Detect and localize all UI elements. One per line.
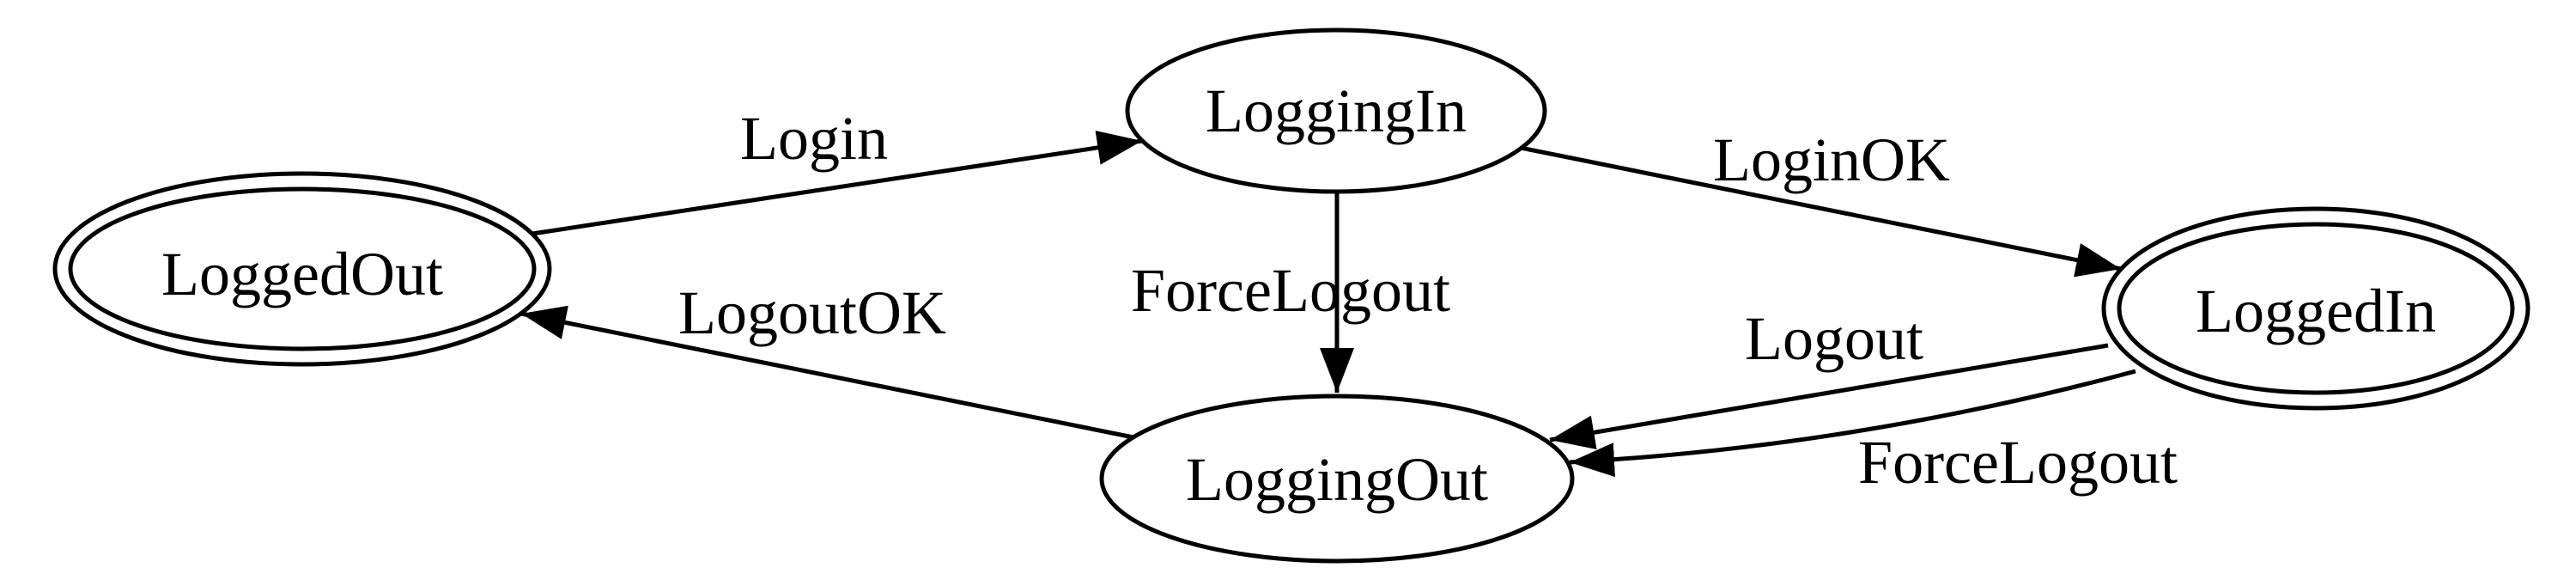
loggingout-label: LoggingOut bbox=[1186, 445, 1488, 514]
edge-login: Login bbox=[532, 104, 1143, 236]
edge-forcelogout-right-label: ForceLogout bbox=[1858, 428, 2178, 497]
loggingout-ellipse bbox=[1099, 394, 1575, 564]
loggedout-label: LoggedOut bbox=[161, 240, 443, 308]
edge-logout-line bbox=[1549, 343, 2109, 450]
edge-login-label: Login bbox=[740, 104, 888, 173]
loggedout-outer-ellipse bbox=[52, 171, 552, 367]
edge-logout: Logout bbox=[1549, 304, 2109, 450]
edge-login-line bbox=[532, 131, 1143, 236]
loggedin-inner-ellipse bbox=[2117, 222, 2515, 395]
loggedout-inner-ellipse bbox=[68, 186, 537, 351]
edge-forcelogout-right: ForceLogout bbox=[1569, 369, 2178, 497]
state-node-loggedin: LoggedIn bbox=[2101, 206, 2530, 411]
edge-logoutok-label: LogoutOK bbox=[678, 278, 946, 347]
edge-logoutok-line bbox=[520, 305, 1134, 440]
state-node-loggingout: LoggingOut bbox=[1099, 394, 1575, 564]
edge-forcelogout-mid-label: ForceLogout bbox=[1131, 256, 1450, 325]
edge-loginok-label: LoginOK bbox=[1713, 125, 1950, 194]
edge-loginok: LoginOK bbox=[1520, 125, 2122, 278]
state-node-loggedout: LoggedOut bbox=[52, 171, 552, 367]
edge-logout-label: Logout bbox=[1745, 304, 1923, 373]
edge-forcelogout-right-line bbox=[1569, 369, 2136, 478]
loggedin-label: LoggedIn bbox=[2196, 277, 2436, 345]
edge-logoutok: LogoutOK bbox=[520, 278, 1134, 440]
loggedin-outer-ellipse bbox=[2101, 206, 2530, 411]
loggingin-ellipse bbox=[1125, 27, 1547, 194]
state-node-loggingin: LoggingIn bbox=[1125, 27, 1547, 194]
edge-loginok-line bbox=[1520, 145, 2122, 278]
edge-forcelogout-mid: ForceLogout bbox=[1131, 192, 1450, 393]
loggingin-label: LoggingIn bbox=[1206, 76, 1467, 145]
